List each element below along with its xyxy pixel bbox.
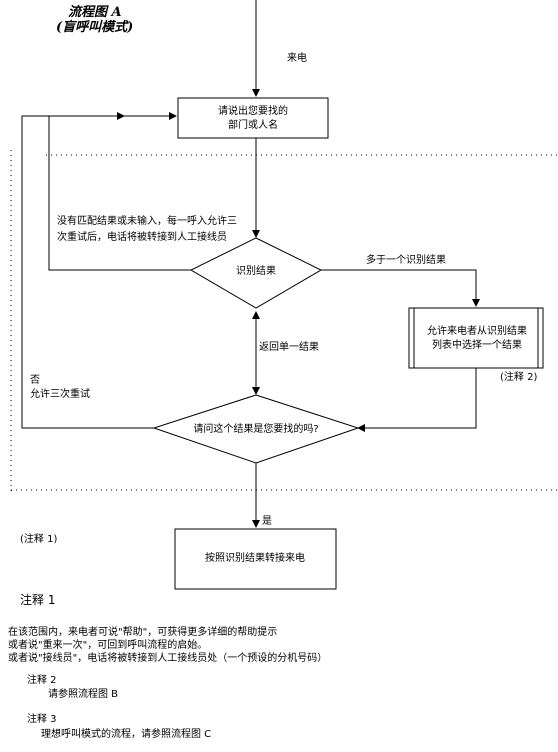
transfer-box <box>174 528 337 590</box>
recognition-diamond-label: 识别结果 <box>236 264 276 277</box>
no-label-line2: 允许三次重试 <box>30 387 90 400</box>
chart-subtitle: (盲呼叫模式) <box>56 20 134 35</box>
note1-line3: 或者说"接线员"，电话将被转接到人工接线员处（一个预设的分机号码） <box>8 653 328 664</box>
prompt-box <box>177 97 329 139</box>
note2-marker: (注释 2) <box>500 370 537 383</box>
multi-result-arrow <box>321 269 480 307</box>
prompt-box-line1: 请说出您要找的 <box>218 104 288 117</box>
transfer-box-label: 按照识别结果转接来电 <box>205 551 305 564</box>
confirm-diamond-label: 请问这个结果是您要找的吗? <box>193 422 318 435</box>
select-box-line1: 允许来电者从识别结果 <box>427 324 527 337</box>
yes-label: 是 <box>262 515 272 527</box>
select-to-confirm-arrow <box>357 368 477 432</box>
no-label-line1: 否 <box>30 374 40 386</box>
multi-result-label: 多于一个识别结果 <box>366 253 446 266</box>
note2-text: 请参照流程图 B <box>48 689 119 700</box>
select-box-line2: 列表中选择一个结果 <box>432 338 522 351</box>
prompt-box-line2: 部门或人名 <box>228 118 278 131</box>
note1-line2: 或者说"重来一次"，可回到呼叫流程的启始。 <box>8 640 208 651</box>
no-loop-arrow <box>21 112 154 429</box>
recognition-diamond <box>189 237 323 309</box>
retry-loop-arrow <box>48 112 191 271</box>
retry-note-line1: 没有匹配结果或未输入，每一呼入允许三 <box>57 214 237 227</box>
note2-heading: 注释 2 <box>27 675 57 686</box>
chart-title: 流程图 A <box>68 5 122 20</box>
incoming-call-label: 来电 <box>287 51 307 64</box>
single-result-label: 返回单一结果 <box>259 340 319 353</box>
note1-line1: 在该范围内，来电者可说"帮助"，可获得更多详细的帮助提示 <box>8 627 278 638</box>
select-result-box <box>408 307 544 369</box>
note3-heading: 注释 3 <box>27 714 57 725</box>
retry-note-line2: 次重试后，电话将被转接到人工接线员 <box>57 230 227 243</box>
note1-marker: (注释 1) <box>20 532 57 545</box>
note3-text: 理想呼叫模式的流程，请参照流程图 C <box>41 729 212 740</box>
note1-heading: 注释 1 <box>20 593 56 607</box>
